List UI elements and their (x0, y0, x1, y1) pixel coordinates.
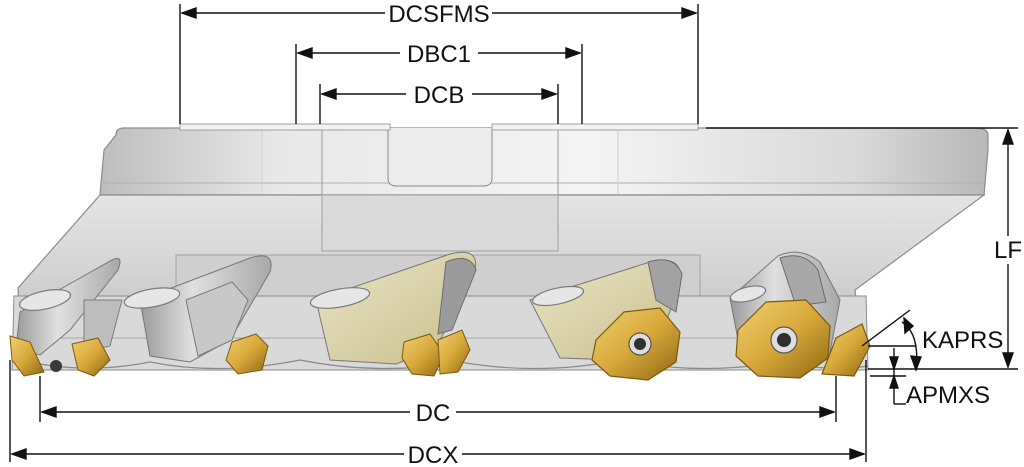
dimension-annotations (9, 4, 1018, 462)
dimension-labels: DCSFMS DBC1 DCB LF KAPRS APMXS DC DCX (388, 1, 1022, 467)
cutter-hub (99, 127, 989, 196)
label-dbc1: DBC1 (407, 41, 471, 68)
drive-key-slot (387, 128, 493, 187)
label-dcx: DCX (408, 442, 459, 467)
label-dcsfms: DCSFMS (388, 1, 489, 28)
label-dcb: DCB (414, 82, 465, 109)
label-kaprs: KAPRS (922, 327, 1003, 354)
insert-2 (71, 337, 111, 377)
label-apmxs: APMXS (906, 382, 990, 409)
insert-4 (401, 333, 445, 377)
insert-3 (225, 333, 269, 375)
inserts (9, 299, 871, 381)
label-lf: LF (994, 237, 1022, 264)
insert-1 (9, 335, 45, 377)
label-dc: DC (416, 400, 451, 427)
insert-7 (821, 323, 871, 377)
